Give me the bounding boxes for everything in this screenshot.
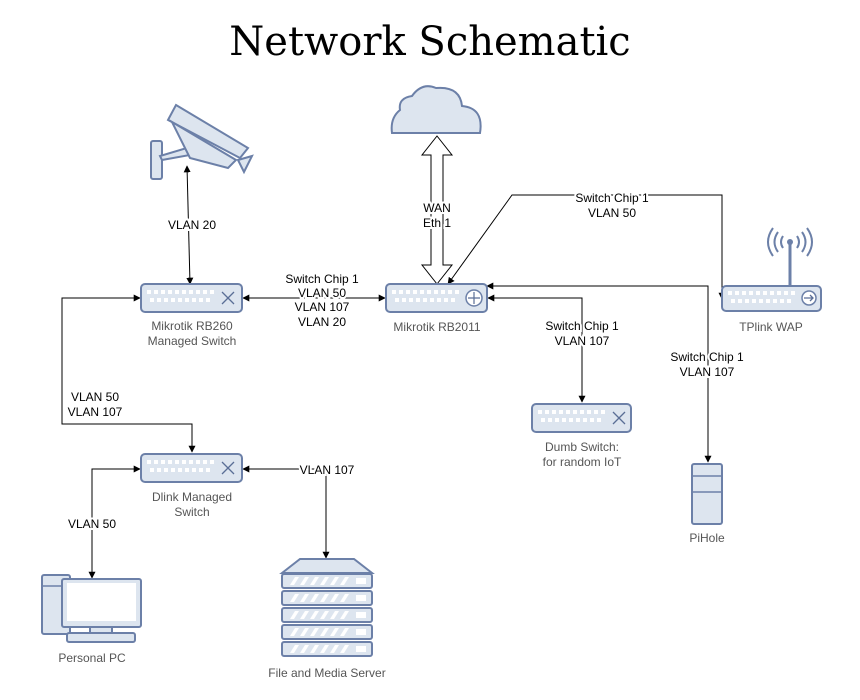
tplink-wap bbox=[721, 227, 822, 312]
pihole-label: PiHole bbox=[689, 531, 725, 545]
node-labels: Mikrotik RB260 Managed Switch Mikrotik R… bbox=[58, 319, 802, 680]
edge-label-pc: VLAN 50 bbox=[68, 517, 116, 531]
rb260-switch bbox=[140, 283, 243, 313]
crossed-arrows-icon bbox=[221, 291, 235, 305]
edge-camera-rb260 bbox=[183, 165, 194, 285]
pc-label: Personal PC bbox=[58, 651, 126, 665]
edge-rb260-dlink bbox=[61, 294, 196, 453]
security-camera-icon bbox=[150, 103, 254, 180]
edge-label-trunk-3: VLAN 107 bbox=[295, 300, 350, 314]
edge-label-trunk-4: VLAN 20 bbox=[298, 315, 346, 329]
server-rack-icon bbox=[279, 558, 375, 574]
file-media-server bbox=[279, 558, 375, 657]
edge-label-trunk-2: VLAN 50 bbox=[298, 286, 346, 300]
edge-label-server: VLAN 107 bbox=[300, 463, 355, 477]
edge-dlink-server bbox=[242, 465, 330, 559]
edge-dlink-pc bbox=[88, 465, 141, 579]
switch-icon bbox=[140, 283, 243, 313]
edge-label-dumb-1: Switch Chip 1 bbox=[545, 319, 619, 333]
dlink-label-1: Dlink Managed bbox=[152, 490, 232, 504]
edge-rb2011-dumb bbox=[487, 294, 586, 403]
edge-label-camera: VLAN 20 bbox=[168, 218, 216, 232]
rb260-label-2: Managed Switch bbox=[148, 334, 237, 348]
dlink-switch bbox=[140, 453, 243, 483]
tplink-label: TPlink WAP bbox=[739, 320, 803, 334]
switch-icon bbox=[140, 453, 243, 483]
edge-label-pihole-1: Switch Chip 1 bbox=[670, 350, 744, 364]
dumb-label-2: for random IoT bbox=[543, 455, 622, 469]
edge-label-tplink-2: VLAN 50 bbox=[588, 206, 636, 220]
edge-label-wan-2: Eth 1 bbox=[423, 216, 451, 230]
rb2011-label: Mikrotik RB2011 bbox=[393, 320, 480, 334]
edge-label-trunk-1: Switch Chip 1 bbox=[285, 272, 359, 286]
edge-label-dlink-2: VLAN 107 bbox=[68, 405, 123, 419]
page-title: Network Schematic bbox=[229, 19, 630, 65]
dumb-switch bbox=[531, 403, 632, 433]
edge-label-tplink-1: Switch Chip 1 bbox=[575, 191, 649, 205]
rb2011-router bbox=[385, 283, 488, 313]
dlink-label-2: Switch bbox=[174, 505, 209, 519]
personal-pc bbox=[41, 574, 142, 643]
server-label: File and Media Server bbox=[268, 666, 385, 680]
dumb-label-1: Dumb Switch: bbox=[545, 440, 619, 454]
edge-label-wan-1: WAN bbox=[423, 201, 451, 215]
edge-label-dumb-2: VLAN 107 bbox=[555, 334, 610, 348]
edge-label-pihole-2: VLAN 107 bbox=[680, 365, 735, 379]
cloud-icon bbox=[390, 85, 482, 134]
switch-icon bbox=[531, 403, 632, 433]
edge-rb2011-pihole bbox=[486, 282, 712, 463]
connection-lines bbox=[61, 135, 726, 579]
edge-label-dlink-1: VLAN 50 bbox=[71, 390, 119, 404]
wireless-access-point-icon bbox=[721, 285, 822, 312]
router-icon bbox=[385, 283, 488, 313]
rb260-label-1: Mikrotik RB260 bbox=[151, 319, 233, 333]
edge-rb2011-tplink bbox=[447, 194, 726, 300]
tower-computer-icon bbox=[691, 463, 723, 525]
edge-labels: VLAN 20 WAN Eth 1 Switch Chip 1 VLAN 50 … bbox=[66, 189, 746, 533]
pihole-tower bbox=[691, 463, 723, 525]
